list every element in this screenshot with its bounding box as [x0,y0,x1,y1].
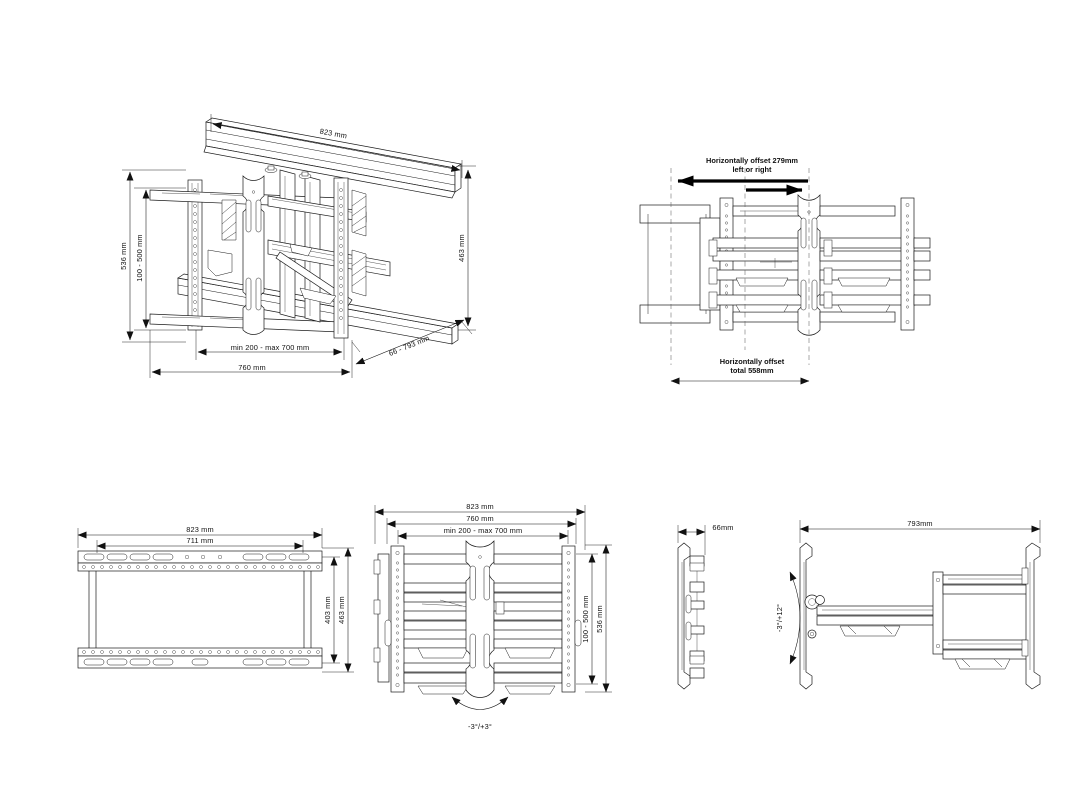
wallplate-top-holes [82,565,320,569]
side-depth-wall-profile [677,542,691,690]
dim-assembly-mid-width-label: 760 mm [466,514,494,523]
side-ext-tilt-arc: -3°/+12° [775,571,801,665]
dim-iso-top-width: 823 mm [210,114,463,178]
assembly-left-bracket [384,545,405,693]
view-side-extended: -3°/+12° 793mm [775,519,1041,690]
iso-cable-clips [207,243,337,305]
side-ext-elbow [932,571,944,655]
dim-wallplate-outer-height-label: 463 mm [337,596,346,624]
assembly-swivel-arc: -3°/+3° [451,696,509,731]
iso-vesa-plate [242,175,265,335]
assembly-left-bracket-holes [396,561,399,677]
dim-iso-bottom-outer: 760 mm [149,330,353,378]
dim-assembly-outer-height: 536 mm [585,544,612,693]
wallplate-bottom-slots [83,658,310,666]
top-left-arms [708,205,809,323]
dim-iso-left-outer: 536 mm [119,169,186,343]
dim-iso-right-height: 463 mm [457,165,476,331]
side-ext-pivot-hub [804,594,825,639]
top-right-bracket-holes [906,214,909,309]
iso-hatched-brackets [221,189,367,297]
dim-side-depth: 66mm [677,523,733,555]
assembly-right-bracket [561,545,582,693]
side-ext-tv-bracket [1021,542,1041,690]
view-wall-plate-front: 823 mm 711 mm 403 mm 463 mm [77,525,354,673]
top-wall-plate [639,204,721,324]
dim-iso-left-inner-label: 100 - 500 mm [135,234,144,281]
top-right-bracket [900,197,931,331]
wallplate-top-rail [77,550,323,572]
iso-left-vertical-strip [187,179,203,331]
dim-assembly-outer-height-label: 536 mm [595,605,604,633]
view-top-offset: Horizontally offset 279mm left or right … [639,156,931,385]
side-ext-arm-inner [816,605,940,637]
side-depth-arm-profiles [685,555,705,679]
wallplate-bottom-holes [82,650,320,654]
wallplate-top-slots [83,553,310,561]
view-side-depth: 66mm [677,523,733,690]
dim-iso-bottom-inner: min 200 - max 700 mm [195,330,345,360]
dim-iso-right-height-label: 463 mm [457,234,466,262]
assembly-right-arms [493,553,563,695]
assembly-center-vesa [465,540,495,698]
dim-side-ext-tilt-label: -3°/+12° [775,604,784,632]
note-offset-upper-line2: left or right [732,165,772,174]
wallplate-side-members [88,571,312,648]
dim-iso-depth-diagonal-label: 66 - 793 mm [387,333,430,358]
dim-side-depth-label: 66mm [712,523,733,532]
dim-assembly-outer-width: 823 mm [374,502,586,550]
note-offset-lower: Horizontally offset total 558mm [670,357,810,385]
dim-iso-bottom-outer-label: 760 mm [238,363,266,372]
dim-wallplate-inner-width: 711 mm [96,536,304,553]
view-isometric-extended: 823 mm 463 mm 100 - 500 mm 53 [119,114,476,378]
dim-iso-left-inner: 100 - 500 mm [134,187,186,331]
note-offset-upper-line1: Horizontally offset 279mm [706,156,798,165]
dim-side-ext-extension: 793mm [799,519,1041,543]
dim-wallplate-inner-height-label: 403 mm [323,596,332,624]
top-view-offset-arrows [677,175,808,196]
dim-wallplate-inner-height: 403 mm [322,556,340,664]
top-right-arms [819,205,916,323]
wallplate-bottom-rail [77,647,323,669]
dim-iso-bottom-inner-label: min 200 - max 700 mm [231,343,310,352]
dim-wallplate-outer-width-label: 823 mm [186,525,214,534]
side-ext-wall-profile [799,542,813,690]
dim-wallplate-inner-width-label: 711 mm [186,536,213,545]
top-left-bracket [719,197,734,331]
note-offset-upper: Horizontally offset 279mm left or right [706,156,798,174]
dim-assembly-outer-width-label: 823 mm [466,502,494,511]
iso-right-vertical-strip [333,177,349,339]
dim-assembly-swivel-label: -3°/+3° [468,722,492,731]
note-offset-lower-line2: total 558mm [730,366,774,375]
dim-assembly-mid-width: 760 mm [386,514,577,544]
dim-wallplate-outer-height: 463 mm [322,547,354,673]
dim-wallplate-outer-width: 823 mm [77,525,323,548]
dim-iso-left-outer-label: 536 mm [119,242,128,270]
iso-right-strip-holes [339,188,343,320]
assembly-right-bracket-holes [567,561,570,677]
dim-assembly-inner-height-label: 100 - 500 mm [581,595,590,642]
dim-side-ext-extension-label: 793mm [907,519,932,528]
dim-assembly-inner-width-label: min 200 - max 700 mm [444,526,523,535]
side-ext-arm-outer [942,574,1034,670]
top-view-centerlines [670,168,810,365]
note-offset-lower-line1: Horizontally offset [720,357,785,366]
view-assembly-front: -3°/+3° 823 mm 760 mm min 200 - max 700 … [373,502,612,731]
dim-assembly-inner-width: min 200 - max 700 mm [397,526,569,544]
dim-assembly-inner-height: 100 - 500 mm [576,553,598,685]
